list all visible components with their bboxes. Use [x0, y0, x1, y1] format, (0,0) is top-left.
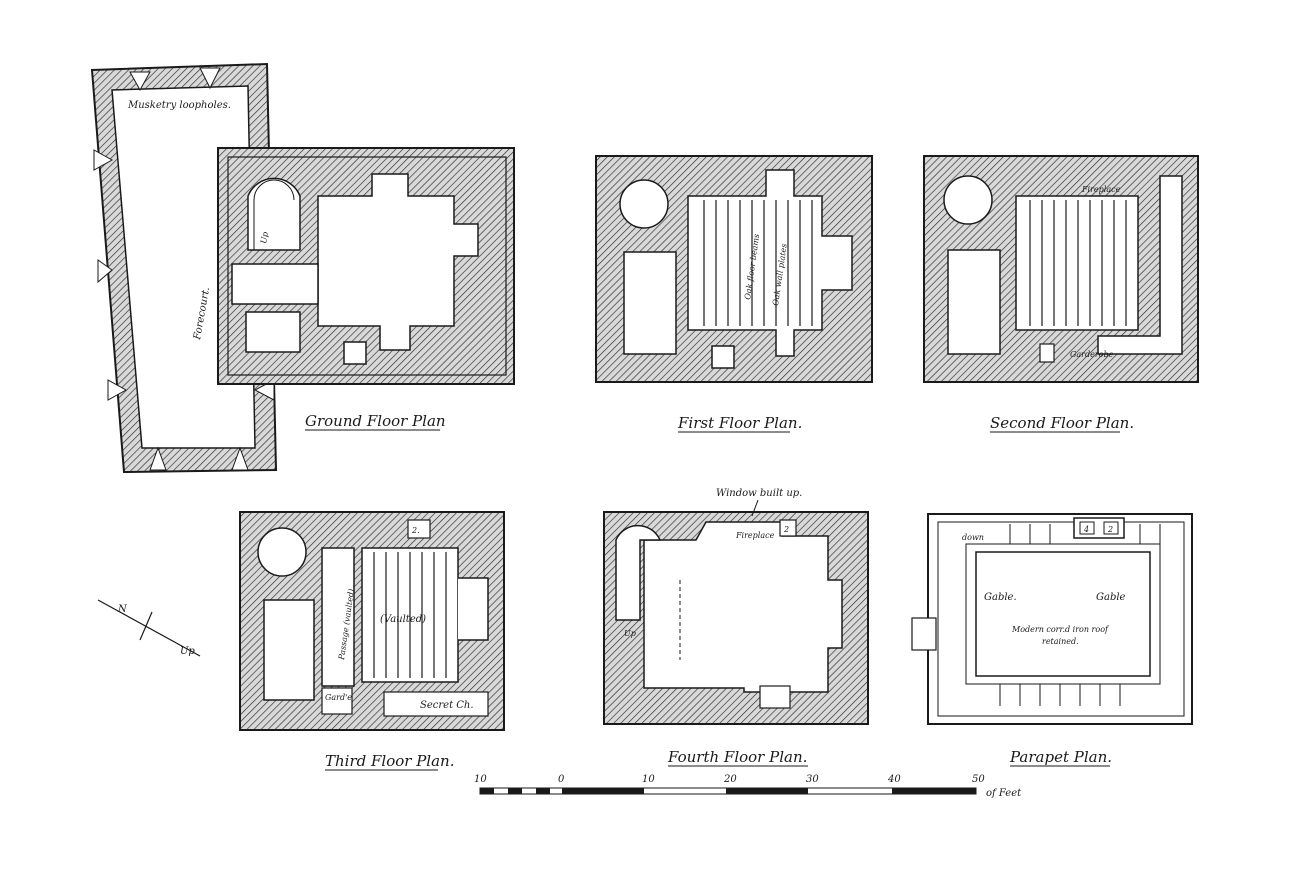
second-floor-beams [1029, 200, 1127, 326]
third-vaulted-label: (Vaulted) [380, 614, 426, 625]
second-floor-plan-title: Second Floor Plan. [990, 414, 1134, 432]
second-garderobe-label: Garderobe [1070, 350, 1114, 359]
fourth-fireplace-label: Fireplace [735, 531, 775, 540]
third-garderobe-label: Gard'e [325, 693, 352, 702]
ground-floor-plan: Musketry loopholes. Forecourt. Up Ground… [90, 62, 515, 474]
parapet-down-label: down [962, 533, 984, 542]
second-fireplace-label: Fireplace [1081, 185, 1121, 194]
ground-up-label: Up [259, 231, 270, 244]
fourth-stair [615, 524, 662, 621]
parapet-plan: 4 2 down Gable. Gable Modern corr.d iron… [911, 513, 1193, 767]
second-garderobe-passage [1097, 175, 1183, 355]
third-badge: 2. [411, 526, 420, 535]
scale-unit: of Feet [986, 788, 1022, 799]
scale-tick-4: 30 [806, 774, 819, 785]
ground-floor-plan-title: Ground Floor Plan [305, 412, 446, 430]
parapet-gable-left: Gable. [984, 592, 1017, 603]
scale-tick-5: 40 [887, 774, 901, 785]
compass-up-label: Up [180, 646, 195, 657]
third-floor-plan-title: Third Floor Plan. [325, 752, 454, 770]
second-spiral-stair [943, 175, 993, 225]
parapet-roof-line1: Modern corr.d iron roof [1011, 625, 1110, 634]
first-floor-beams [703, 200, 813, 326]
third-floor-plan: 2. Passage (vaulted) (Vaulted) Gard'e Se… [239, 511, 505, 771]
third-spiral-stair [257, 527, 307, 577]
parapet-badge-1: 4 [1083, 525, 1089, 534]
ground-main-chamber [317, 173, 479, 351]
scale-tick-0: 10 [474, 774, 487, 785]
first-floor-plan-title: First Floor Plan. [677, 414, 802, 432]
parapet-badge-2: 2 [1107, 525, 1113, 534]
loopholes [93, 67, 275, 471]
scale-bar: 10 0 10 20 30 40 50 of Feet [474, 774, 1022, 799]
ground-musketry-label: Musketry loopholes. [127, 100, 231, 111]
first-floor-plan: Oak floor beams Oak wall plates First Fl… [595, 155, 873, 433]
third-passage [321, 547, 355, 687]
parapet-drains [999, 524, 1161, 706]
second-floor-plan: Fireplace Garderobe Second Floor Plan. [923, 155, 1199, 433]
north-arrow: N Up [97, 599, 201, 657]
fourth-badge: 2 [783, 525, 789, 534]
parapet-roof-line2: retained. [1042, 637, 1079, 646]
parapet-roof [975, 551, 1151, 677]
parapet-gable-right: Gable [1096, 592, 1126, 603]
scale-tick-2: 10 [642, 774, 655, 785]
parapet-plan-title: Parapet Plan. [1009, 748, 1112, 766]
scale-tick-3: 20 [723, 774, 737, 785]
fourth-main-chamber [643, 521, 843, 693]
first-main-chamber [687, 169, 853, 357]
north-label: N [117, 604, 128, 615]
second-main-chamber [1015, 195, 1139, 331]
fourth-up-label: Up [624, 629, 636, 638]
scale-tick-6: 50 [972, 774, 985, 785]
third-vault-ribs [373, 552, 447, 678]
ground-spiral-stair [247, 177, 301, 251]
scale-tick-1: 0 [558, 774, 565, 785]
first-spiral-stair [619, 179, 669, 229]
fourth-floor-plan: Window built up. 2 Fireplace Up Fourth F… [603, 488, 869, 767]
third-secret-label: Secret Ch. [420, 700, 474, 711]
fourth-floor-plan-title: Fourth Floor Plan. [667, 748, 807, 766]
fourth-window-label: Window built up. [716, 488, 802, 499]
